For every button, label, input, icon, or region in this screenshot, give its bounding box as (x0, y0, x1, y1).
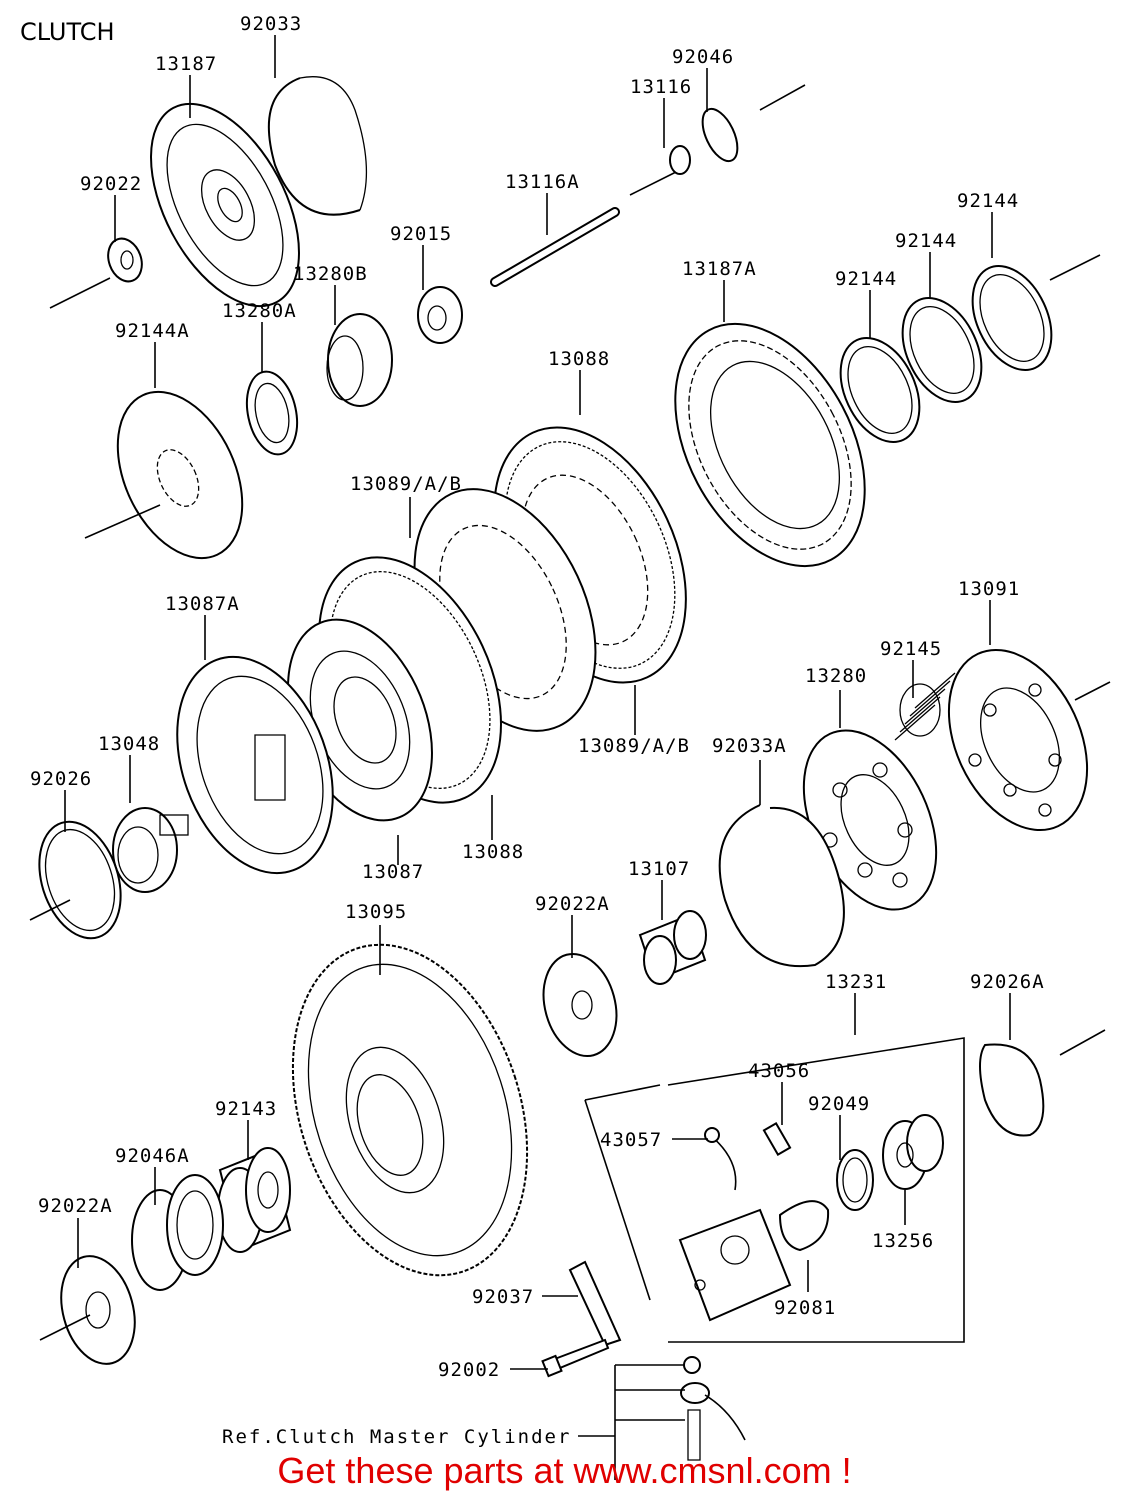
label-13107[interactable]: 13107 (628, 858, 690, 880)
part-13095[interactable] (253, 914, 567, 1305)
part-92015[interactable] (417, 286, 463, 344)
part-43056[interactable] (762, 1122, 792, 1156)
label-92033A[interactable]: 92033A (712, 735, 787, 757)
part-13187A[interactable] (637, 292, 904, 599)
part-92022A-a[interactable] (533, 946, 628, 1065)
part-clutch-hose (680, 1356, 746, 1461)
label-92046[interactable]: 92046 (672, 46, 734, 68)
label-13048[interactable]: 13048 (98, 733, 160, 755)
label-13087[interactable]: 13087 (362, 861, 424, 883)
part-13048[interactable] (112, 807, 189, 893)
label-13087A[interactable]: 13087A (165, 593, 240, 615)
part-13256[interactable] (882, 1114, 944, 1190)
label-13088[interactable]: 13088 (462, 841, 524, 863)
label-92144A[interactable]: 92144A (115, 320, 190, 342)
part-13231[interactable] (678, 1208, 792, 1322)
label-92049[interactable]: 92049 (808, 1093, 870, 1115)
part-92144-c[interactable] (957, 253, 1067, 382)
label-13231[interactable]: 13231 (825, 971, 887, 993)
label-13187A[interactable]: 13187A (682, 258, 757, 280)
label-92037[interactable]: 92037 (472, 1286, 534, 1308)
label-92022A[interactable]: 92022A (535, 893, 610, 915)
part-13187[interactable] (120, 80, 329, 331)
part-13280B[interactable] (326, 313, 393, 407)
label-92002[interactable]: 92002 (438, 1359, 500, 1381)
part-92022[interactable] (102, 234, 147, 286)
part-13280A[interactable] (240, 367, 304, 459)
label-13280B[interactable]: 13280B (293, 263, 368, 285)
part-labels: 92033 13187 92046 13116 92022 13116A 921… (30, 13, 1045, 1448)
part-43057[interactable] (704, 1127, 737, 1191)
part-92046A[interactable] (131, 1174, 224, 1291)
part-92026A[interactable] (979, 1043, 1045, 1137)
leader-lines (29, 35, 1111, 1480)
footer-link[interactable]: Get these parts at www.cmsnl.com ! (277, 1450, 852, 1491)
label-43057[interactable]: 43057 (600, 1129, 662, 1151)
label-13280A[interactable]: 13280A (222, 300, 297, 322)
part-13091[interactable] (922, 628, 1115, 853)
label-92144[interactable]: 92144 (835, 268, 897, 290)
label-92033[interactable]: 92033 (240, 13, 302, 35)
label-13116[interactable]: 13116 (630, 76, 692, 98)
part-13116[interactable] (629, 145, 691, 196)
part-13087A[interactable] (149, 635, 361, 895)
label-92145[interactable]: 92145 (880, 638, 942, 660)
label-13091[interactable]: 13091 (958, 578, 1020, 600)
ref-clutch-master-cylinder: Ref.Clutch Master Cylinder (222, 1426, 571, 1448)
part-92022A-b[interactable] (50, 1248, 146, 1372)
part-92143[interactable] (217, 1147, 292, 1253)
label-92144[interactable]: 92144 (895, 230, 957, 252)
part-92037[interactable] (568, 1260, 622, 1347)
part-92145[interactable] (894, 672, 956, 741)
part-92002[interactable] (541, 1338, 610, 1378)
label-92015[interactable]: 92015 (390, 223, 452, 245)
part-92144-b[interactable] (887, 285, 997, 414)
label-13116A[interactable]: 13116A (505, 171, 580, 193)
label-92022A[interactable]: 92022A (38, 1195, 113, 1217)
part-13116A[interactable] (490, 207, 620, 287)
label-92026[interactable]: 92026 (30, 768, 92, 790)
label-13089-A-B[interactable]: 13089/A/B (350, 473, 462, 495)
label-13187[interactable]: 13187 (155, 53, 217, 75)
label-43056[interactable]: 43056 (748, 1060, 810, 1082)
label-13280[interactable]: 13280 (805, 665, 867, 687)
label-92046A[interactable]: 92046A (115, 1145, 190, 1167)
label-13089-A-B[interactable]: 13089/A/B (578, 735, 690, 757)
label-13256[interactable]: 13256 (872, 1230, 934, 1252)
part-92026[interactable] (25, 811, 134, 949)
label-92143[interactable]: 92143 (215, 1098, 277, 1120)
part-92049[interactable] (836, 1149, 874, 1211)
label-13088[interactable]: 13088 (548, 348, 610, 370)
page-title: CLUTCH (20, 18, 115, 46)
part-13107[interactable] (638, 910, 707, 985)
part-92033[interactable] (267, 76, 368, 216)
part-92144A[interactable] (93, 372, 267, 578)
label-13095[interactable]: 13095 (345, 901, 407, 923)
label-92022[interactable]: 92022 (80, 173, 142, 195)
part-92081[interactable] (778, 1200, 830, 1252)
label-92026A[interactable]: 92026A (970, 971, 1045, 993)
part-92046[interactable] (695, 104, 744, 167)
part-92033A[interactable] (718, 804, 845, 968)
label-92081[interactable]: 92081 (774, 1297, 836, 1319)
part-92144-a[interactable] (825, 325, 935, 454)
label-92144[interactable]: 92144 (957, 190, 1019, 212)
